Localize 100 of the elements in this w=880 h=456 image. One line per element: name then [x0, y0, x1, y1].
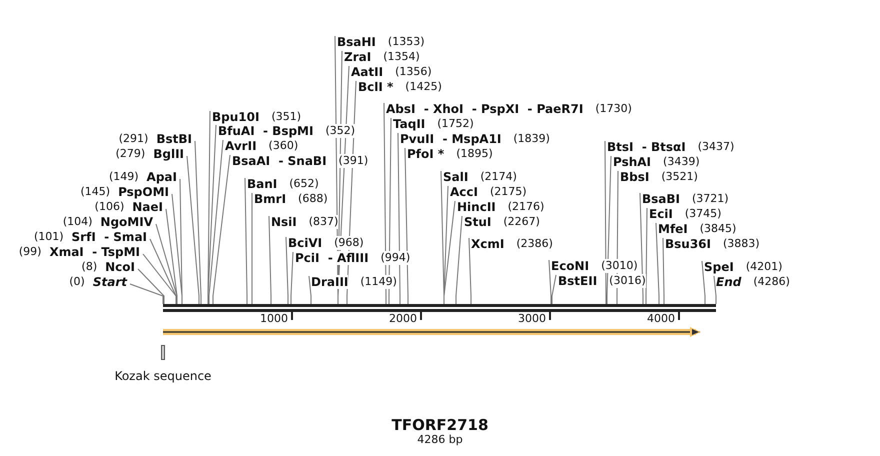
- enzyme-name: BsaHI: [337, 35, 376, 49]
- enzyme-name: End: [716, 275, 742, 289]
- enzyme-name: AccI: [450, 185, 478, 199]
- enzyme-name: NsiI: [271, 215, 297, 229]
- site-position: (145): [80, 185, 110, 199]
- site-position: (99): [18, 245, 42, 259]
- enzyme-name: SpeI: [704, 260, 734, 274]
- site-position: (994): [380, 251, 410, 265]
- leader-line: [548, 260, 552, 304]
- enzyme-name: AatII: [351, 65, 384, 79]
- site-position: (968): [334, 236, 364, 250]
- enzyme-name: Start: [92, 275, 127, 289]
- site-position: (1356): [395, 65, 432, 79]
- site-position: (1730): [595, 102, 632, 116]
- enzyme-name: SrfI - SmaI: [72, 230, 147, 244]
- enzyme-name: BtsI - BtsαI: [607, 140, 686, 154]
- site-position: (3010): [601, 259, 638, 273]
- site-position: (351): [271, 110, 302, 124]
- leader-line: [286, 236, 288, 304]
- leader-line: [244, 178, 248, 304]
- enzyme-name: BstBI: [156, 132, 192, 146]
- enzyme-name: PspOMI: [118, 185, 169, 199]
- leader-line: [656, 222, 660, 304]
- site-position: (391): [338, 154, 368, 168]
- enzyme-name: NgoMIV: [100, 215, 153, 229]
- enzyme-name: XmaI - TspMI: [49, 245, 140, 259]
- leader-line: [702, 260, 706, 304]
- site-position: (352): [325, 124, 356, 138]
- enzyme-name: EcoNI: [551, 259, 590, 273]
- leader-line: [150, 238, 176, 304]
- site-position: (106): [94, 200, 124, 214]
- leader-line: [208, 124, 216, 304]
- leader-line: [308, 276, 312, 304]
- caption: 4286 bp: [417, 433, 463, 446]
- enzyme-name: PfoI *: [407, 147, 444, 161]
- enzyme-name: NaeI: [132, 200, 163, 214]
- enzyme-name: BstEII: [558, 274, 598, 288]
- enzyme-name: PciI - AflIII: [295, 251, 369, 265]
- leader-line: [604, 140, 606, 304]
- leader-line: [180, 178, 182, 304]
- leader-line: [662, 238, 664, 304]
- site-position: (837): [308, 215, 338, 229]
- enzyme-name: BglII: [153, 147, 184, 161]
- axis-label: 2000: [389, 312, 417, 325]
- enzyme-name: ApaI: [146, 170, 177, 184]
- enzyme-name: BmrI: [254, 192, 286, 206]
- site-position: (1752): [437, 117, 474, 131]
- leader-line: [646, 208, 648, 304]
- enzyme-name: AbsI - XhoI - PspXI - PaeR7I: [386, 102, 584, 116]
- site-position: (1354): [383, 50, 420, 64]
- site-position: (0): [69, 275, 85, 289]
- enzyme-name: TaqII: [393, 117, 426, 131]
- feature-label: Kozak sequence: [114, 369, 212, 383]
- site-position: (2267): [503, 215, 540, 229]
- site-position: (652): [289, 177, 319, 191]
- enzyme-name: Bsu36I: [665, 237, 711, 251]
- leader-line: [552, 274, 556, 304]
- leader-line: [290, 252, 294, 304]
- leader-line: [714, 276, 716, 304]
- leader-line: [606, 156, 612, 304]
- site-position: (1895): [456, 147, 493, 161]
- leader-line: [268, 216, 272, 304]
- enzyme-name: StuI: [464, 215, 492, 229]
- enzyme-name: PvuII - MspA1I: [400, 132, 502, 146]
- site-position: (3845): [700, 222, 736, 236]
- leader-line: [212, 154, 230, 304]
- leader-line: [456, 216, 462, 304]
- enzyme-name: DraIII: [311, 275, 348, 289]
- enzyme-name: BanI: [247, 177, 278, 191]
- site-position: (688): [298, 192, 328, 206]
- axis-label: 4000: [647, 312, 675, 325]
- leader-line: [468, 238, 472, 304]
- leader-line: [384, 102, 386, 304]
- leader-line: [138, 268, 164, 304]
- site-position: (2174): [480, 170, 517, 184]
- enzyme-name: HincII: [457, 200, 496, 214]
- enzyme-name: XcmI: [471, 237, 504, 251]
- site-position: (1149): [360, 275, 397, 289]
- site-position: (2176): [508, 200, 544, 214]
- leader-line: [186, 156, 200, 304]
- site-position: (104): [62, 215, 92, 229]
- site-position: (149): [108, 170, 139, 184]
- enzyme-name: NcoI: [105, 260, 135, 274]
- site-position: (1353): [388, 35, 424, 49]
- leader-line: [208, 140, 224, 304]
- site-position: (3521): [661, 170, 698, 184]
- enzyme-name: BsaBI: [642, 192, 680, 206]
- enzyme-name: BsaAI - SnaBI: [232, 154, 327, 168]
- leader-line: [444, 200, 456, 304]
- site-position: (101): [34, 230, 64, 244]
- enzyme-name: EciI: [649, 207, 673, 221]
- site-position: (3439): [663, 155, 700, 169]
- site-position: (3745): [684, 207, 722, 221]
- enzyme-name: MfeI: [658, 222, 688, 236]
- site-position: (8): [82, 260, 98, 274]
- site-position: (3721): [692, 192, 729, 206]
- enzyme-name: BfuAI - BspMI: [218, 124, 314, 138]
- leader-line: [404, 148, 408, 304]
- site-position: (3016): [609, 274, 646, 288]
- enzyme-name: ZraI: [344, 50, 372, 64]
